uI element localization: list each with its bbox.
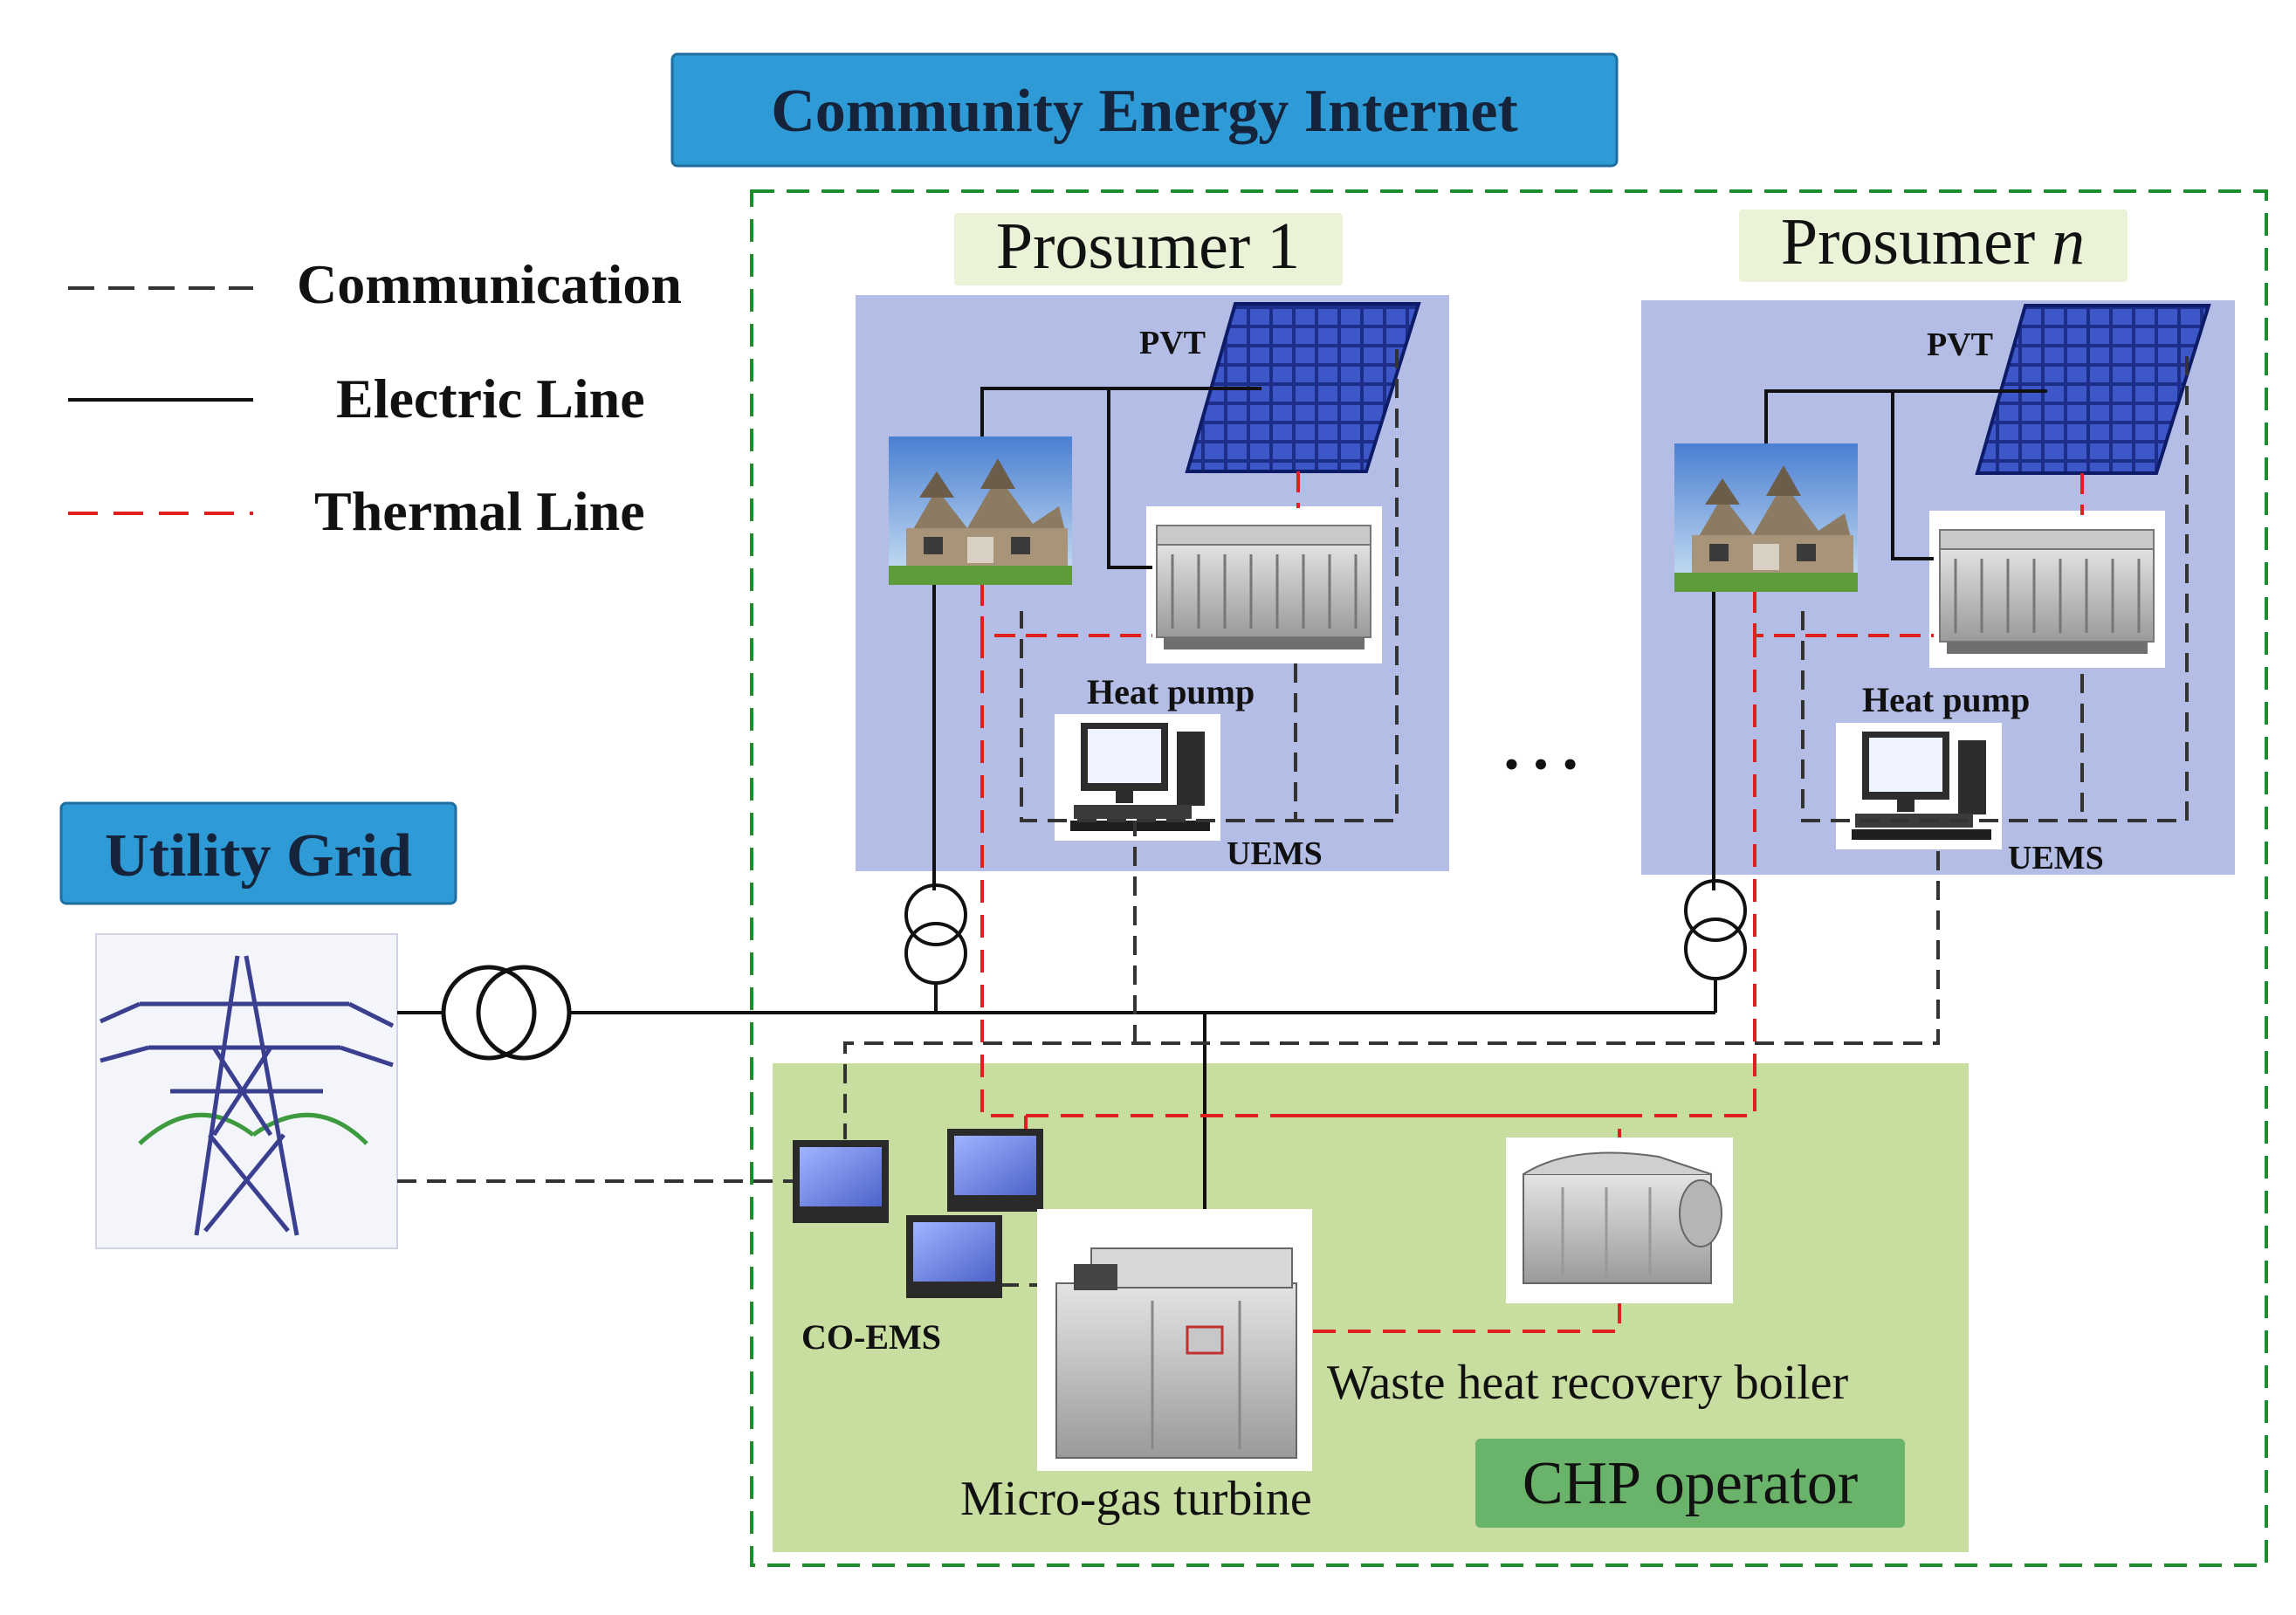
main-electric-bus bbox=[397, 979, 1717, 1248]
transformer-icon bbox=[1684, 879, 1747, 980]
micro-gas-turbine-icon bbox=[1037, 1209, 1312, 1471]
pvt-label: PVT bbox=[1139, 325, 1206, 361]
prosumer-n-electric-lines bbox=[1712, 389, 2047, 890]
prosumer-1-title: Prosumer 1 bbox=[996, 210, 1300, 283]
house-icon bbox=[1674, 443, 1858, 592]
pvt-label: PVT bbox=[1927, 326, 1993, 363]
prosumer-1: Prosumer 1 PVT Heat pump UEMS bbox=[856, 210, 1449, 890]
community-boundary bbox=[750, 189, 2268, 1567]
prosumer-n-comm-lines bbox=[1801, 356, 2189, 822]
prosumer-1-comm-lines bbox=[1020, 349, 1399, 836]
heat-pump-icon bbox=[1145, 505, 1384, 665]
co-ems-computer-icon bbox=[793, 1140, 889, 1223]
legend-electric-label: Electric Line bbox=[336, 368, 645, 430]
title-text: Community Energy Internet bbox=[771, 78, 1517, 145]
micro-gas-turbine-label: Micro-gas turbine bbox=[960, 1472, 1312, 1526]
main-comm-lines bbox=[397, 847, 1940, 1287]
pvt-icon bbox=[1975, 304, 2211, 475]
utility-grid-label: Utility Grid bbox=[105, 822, 412, 890]
prosumer-n-title: Prosumer n bbox=[1781, 205, 2085, 278]
heat-pump-label: Heat pump bbox=[1087, 672, 1255, 711]
prosumer-ellipsis: • • • bbox=[1502, 748, 1580, 783]
pvt-icon bbox=[1185, 302, 1421, 473]
legend-thermal-label: Thermal Line bbox=[314, 480, 645, 542]
uems-label: UEMS bbox=[1227, 835, 1323, 872]
co-ems-computer-icon bbox=[947, 1129, 1043, 1212]
heat-pump-label: Heat pump bbox=[1862, 680, 2030, 719]
waste-heat-boiler-label: Waste heat recovery boiler bbox=[1327, 1356, 1849, 1410]
prosumer-1-title-box bbox=[954, 213, 1343, 285]
co-ems-label: CO-EMS bbox=[801, 1317, 941, 1357]
transformer-icon bbox=[904, 883, 967, 985]
transmission-tower-icon bbox=[95, 933, 398, 1249]
uems-label: UEMS bbox=[2008, 840, 2104, 876]
chp-operator-label: CHP operator bbox=[1523, 1450, 1858, 1517]
boiler-icon bbox=[1506, 1137, 1733, 1303]
title-box: Community Energy Internet bbox=[670, 52, 1619, 168]
chp-operator-box bbox=[1475, 1439, 1905, 1528]
transformer-icon bbox=[441, 965, 572, 1061]
legend: Communication Electric Line Thermal Line bbox=[68, 253, 682, 542]
co-ems-computer-icon bbox=[906, 1215, 1002, 1298]
house-icon bbox=[889, 436, 1072, 585]
legend-communication-label: Communication bbox=[297, 253, 682, 315]
utility-grid-box: Utility Grid bbox=[59, 801, 457, 905]
prosumer-n: Prosumer n PVT Heat pump UEMS bbox=[1641, 205, 2235, 890]
prosumer-1-electric-lines bbox=[932, 387, 1261, 890]
heat-pump-icon bbox=[1928, 509, 2167, 670]
prosumer-n-title-box bbox=[1739, 210, 2128, 282]
computer-icon bbox=[1836, 723, 2002, 849]
